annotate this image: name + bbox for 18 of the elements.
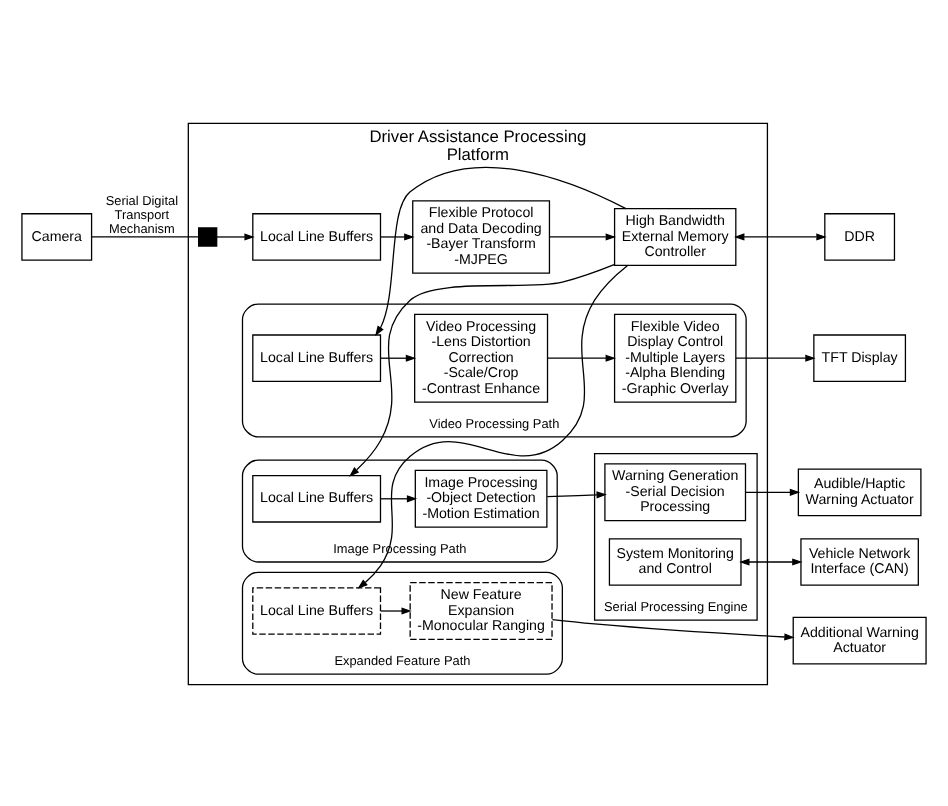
arrow (735, 353, 816, 361)
arrow (551, 617, 795, 640)
arrow (375, 165, 627, 336)
arrow (734, 232, 827, 240)
node-box (198, 226, 218, 246)
arrow (357, 264, 628, 588)
arrow (379, 353, 417, 361)
arrow (349, 262, 615, 476)
arrow (547, 353, 616, 361)
arrow (379, 494, 418, 502)
arrow (549, 232, 616, 240)
arrow (379, 606, 412, 614)
arrow (379, 232, 415, 240)
arrow (745, 487, 801, 495)
connector (91, 235, 200, 237)
arrow (546, 490, 607, 498)
arrow (739, 557, 803, 565)
arrow (216, 232, 255, 240)
